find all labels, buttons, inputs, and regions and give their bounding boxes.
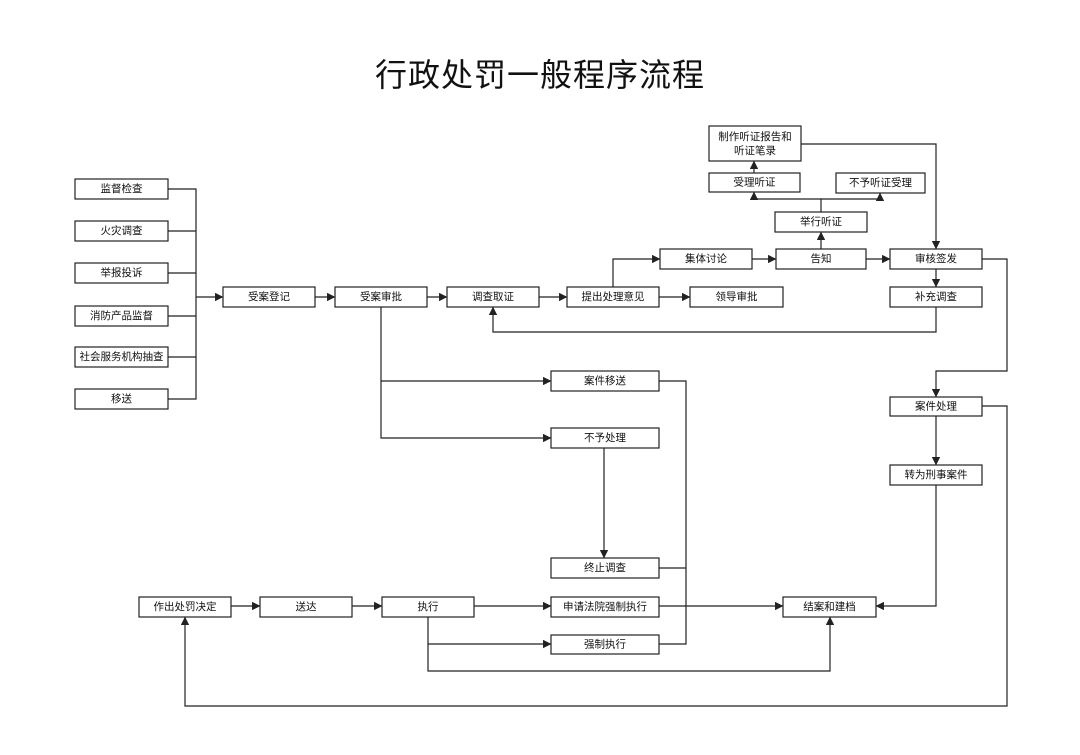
box-zhixing: 执行 [381, 596, 475, 618]
box-qiangzhi-zhixing: 强制执行 [550, 634, 660, 655]
box-zhongzhi-diaocha: 终止调查 [550, 557, 660, 579]
box-buyu-tingzheng: 不予听证受理 [835, 172, 926, 194]
box-songda: 送达 [259, 596, 353, 618]
connector-arrow [380, 307, 552, 386]
connector [168, 188, 197, 400]
box-label: 举行听证 [800, 215, 842, 228]
connectors [168, 143, 1008, 707]
box-zuochu-chufa: 作出处罚决定 [138, 596, 232, 618]
box-label-line-1: 制作听证报告和 [718, 130, 792, 143]
box-label: 告知 [811, 252, 832, 265]
box-label: 补充调查 [915, 290, 957, 303]
connector-arrow [875, 485, 937, 611]
box-label: 举报投诉 [101, 266, 143, 279]
box-label: 不予处理 [584, 432, 626, 444]
box-label: 强制执行 [584, 638, 626, 651]
box-shouan-shenpi: 受案审批 [334, 286, 428, 308]
box-label: 受案登记 [248, 290, 290, 303]
box-gaozhi: 告知 [775, 248, 867, 270]
box-jiti-taolun: 集体讨论 [659, 248, 753, 270]
box-label: 受理听证 [734, 177, 776, 189]
box-shouan-dengji: 受案登记 [222, 286, 316, 308]
connector-arrow [931, 258, 1008, 398]
box-zhizuo-tingzheng-baogao: 制作听证报告和 听证笔录 [708, 125, 802, 162]
box-label: 社会服务机构抽查 [80, 350, 164, 363]
box-label: 审核签发 [915, 252, 957, 265]
box-xiaofang: 消防产品监督 [74, 305, 169, 327]
box-yisong: 移送 [74, 388, 169, 410]
box-anjian-chuli: 案件处理 [889, 396, 983, 417]
box-label: 移送 [111, 392, 132, 405]
box-shenhe-qianfa: 审核签发 [889, 248, 983, 270]
connector-arrow [427, 616, 835, 672]
box-anjian-yisong: 案件移送 [550, 370, 660, 392]
box-label: 结案和建档 [803, 600, 856, 613]
page-title: 行政处罚一般程序流程 [374, 56, 705, 94]
connector-arrow [488, 306, 937, 333]
connector-arrow [821, 192, 885, 201]
box-jiandu: 监督检查 [74, 178, 169, 200]
box-label: 受案审批 [360, 290, 402, 303]
box-label: 终止调查 [584, 561, 626, 574]
box-label: 集体讨论 [685, 252, 727, 265]
connector-arrow [749, 191, 822, 212]
box-buchong-diaocha: 补充调查 [889, 286, 983, 308]
box-shouli-tingzheng: 受理听证 [708, 172, 801, 193]
box-label: 火灾调查 [101, 224, 143, 237]
box-jiean-jiandang: 结案和建档 [782, 596, 877, 618]
box-lingdao-shenpi: 领导审批 [689, 286, 784, 308]
box-diaocha-quzheng: 调查取证 [446, 286, 540, 308]
box-label: 调查取证 [472, 290, 514, 303]
connector-arrow [801, 143, 941, 250]
box-label: 作出处罚决定 [154, 600, 217, 613]
box-label: 领导审批 [716, 290, 758, 303]
box-juxing-tingzheng: 举行听证 [774, 211, 868, 233]
box-jubao: 举报投诉 [74, 262, 169, 284]
connector-arrow [427, 616, 552, 649]
box-label: 不予听证受理 [849, 177, 912, 189]
box-shenqing-fayuan: 申请法院强制执行 [550, 596, 660, 618]
box-label: 执行 [418, 600, 439, 613]
connector-arrow [612, 254, 661, 288]
box-tichu-chuli: 提出处理意见 [566, 286, 660, 308]
box-label-line-2: 听证笔录 [734, 144, 776, 157]
box-label: 监督检查 [101, 182, 143, 195]
connector-arrow [180, 405, 1008, 707]
box-label: 案件移送 [584, 374, 626, 387]
connector-arrow [380, 381, 552, 443]
box-label: 提出处理意见 [582, 290, 645, 303]
box-label: 申请法院强制执行 [563, 600, 647, 613]
connector [659, 380, 687, 645]
box-label: 转为刑事案件 [905, 468, 968, 481]
box-zhuanwei-xingshi: 转为刑事案件 [889, 464, 983, 486]
box-label: 案件处理 [915, 400, 957, 413]
box-label: 消防产品监督 [90, 309, 153, 322]
box-shehui: 社会服务机构抽查 [74, 346, 169, 368]
box-label: 送达 [296, 600, 317, 613]
box-huozai: 火灾调查 [74, 220, 169, 242]
box-buyu-chuli: 不予处理 [550, 427, 660, 449]
